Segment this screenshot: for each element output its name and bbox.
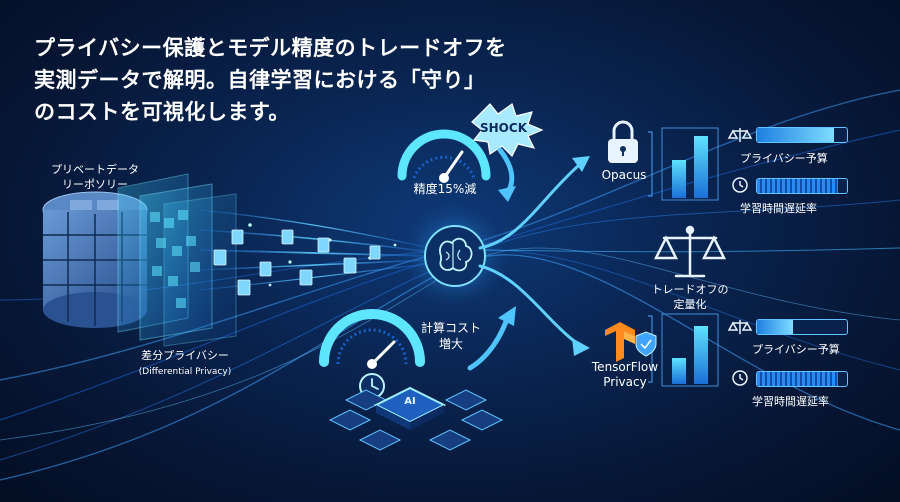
diff-privacy-label-line: 差分プライバシー <box>141 349 229 362</box>
headline-line: 実測データで解明。自律学習における「守り」 <box>34 68 486 92</box>
tensorflow-privacy-label: TensorFlow Privacy <box>580 360 670 390</box>
compute-cost-label: 計算コスト 増大 <box>416 320 486 352</box>
tensorflow-privacy-label-line: TensorFlow <box>591 360 659 374</box>
scale-icon <box>727 128 753 334</box>
gauge-icon <box>397 129 491 183</box>
data-store-label-line: プリベートデータ <box>51 163 139 176</box>
latency-fill <box>757 372 838 386</box>
diff-privacy-label: 差分プライバシー (Differential Privacy) <box>120 348 250 380</box>
tradeoff-label-line: 定量化 <box>673 298 707 311</box>
headline: プライバシー保護とモデル精度のトレードオフを 実測データで解明。自律学習における… <box>34 32 554 128</box>
tradeoff-label-line: トレードオフの <box>651 283 729 296</box>
arrow-icon <box>478 164 580 346</box>
privacy-budget-label: プライバシー予算 <box>740 152 828 165</box>
compute-cost-label-line: 計算コスト <box>420 321 481 335</box>
tensorflow-icon <box>605 322 635 362</box>
latency-bar <box>756 178 848 194</box>
privacy-budget-fill <box>757 128 834 142</box>
arrow-icon <box>497 147 516 202</box>
ai-chip-label: AI <box>404 396 416 407</box>
tensorflow-privacy-label-line: Privacy <box>603 375 647 389</box>
headline-line: のコストを可視化します。 <box>34 100 290 124</box>
data-store-label: プリベートデータ リーポソリー <box>40 162 150 192</box>
lock-icon <box>608 120 638 163</box>
arrow-icon <box>572 156 590 172</box>
headline-line: プライバシー保護とモデル精度のトレードオフを <box>34 36 507 60</box>
gauge-icon <box>319 309 425 369</box>
latency-bar <box>756 371 848 387</box>
accuracy-label: 精度15%減 <box>413 182 477 196</box>
privacy-budget-bar <box>756 319 848 335</box>
privacy-panels <box>117 173 237 347</box>
diff-privacy-label-en: (Differential Privacy) <box>138 367 232 377</box>
shield-icon <box>635 331 657 357</box>
data-store-label-line: リーポソリー <box>62 178 128 191</box>
opacus-label: Opacus <box>601 168 647 182</box>
arrow-icon <box>572 338 590 356</box>
latency-label: 学習時間遅延率 <box>752 395 829 408</box>
privacy-budget-bar <box>756 127 848 143</box>
document-icon <box>213 229 381 296</box>
compute-cost-label-line: 増大 <box>438 337 463 351</box>
shock-badge <box>471 103 544 158</box>
tradeoff-label: トレードオフの 定量化 <box>640 282 740 312</box>
privacy-budget-fill <box>757 320 793 334</box>
arrow-icon <box>467 306 516 371</box>
brain-icon <box>397 198 513 314</box>
bar-chart <box>661 313 719 387</box>
latency-fill <box>757 179 838 193</box>
clock-icon <box>732 177 748 386</box>
chip-icon <box>328 386 504 451</box>
bar-chart <box>661 127 719 201</box>
shock-label: SHOCK <box>480 121 527 135</box>
scale-icon <box>653 225 727 278</box>
privacy-budget-label: プライバシー予算 <box>752 343 840 356</box>
latency-label: 学習時間遅延率 <box>740 202 817 215</box>
